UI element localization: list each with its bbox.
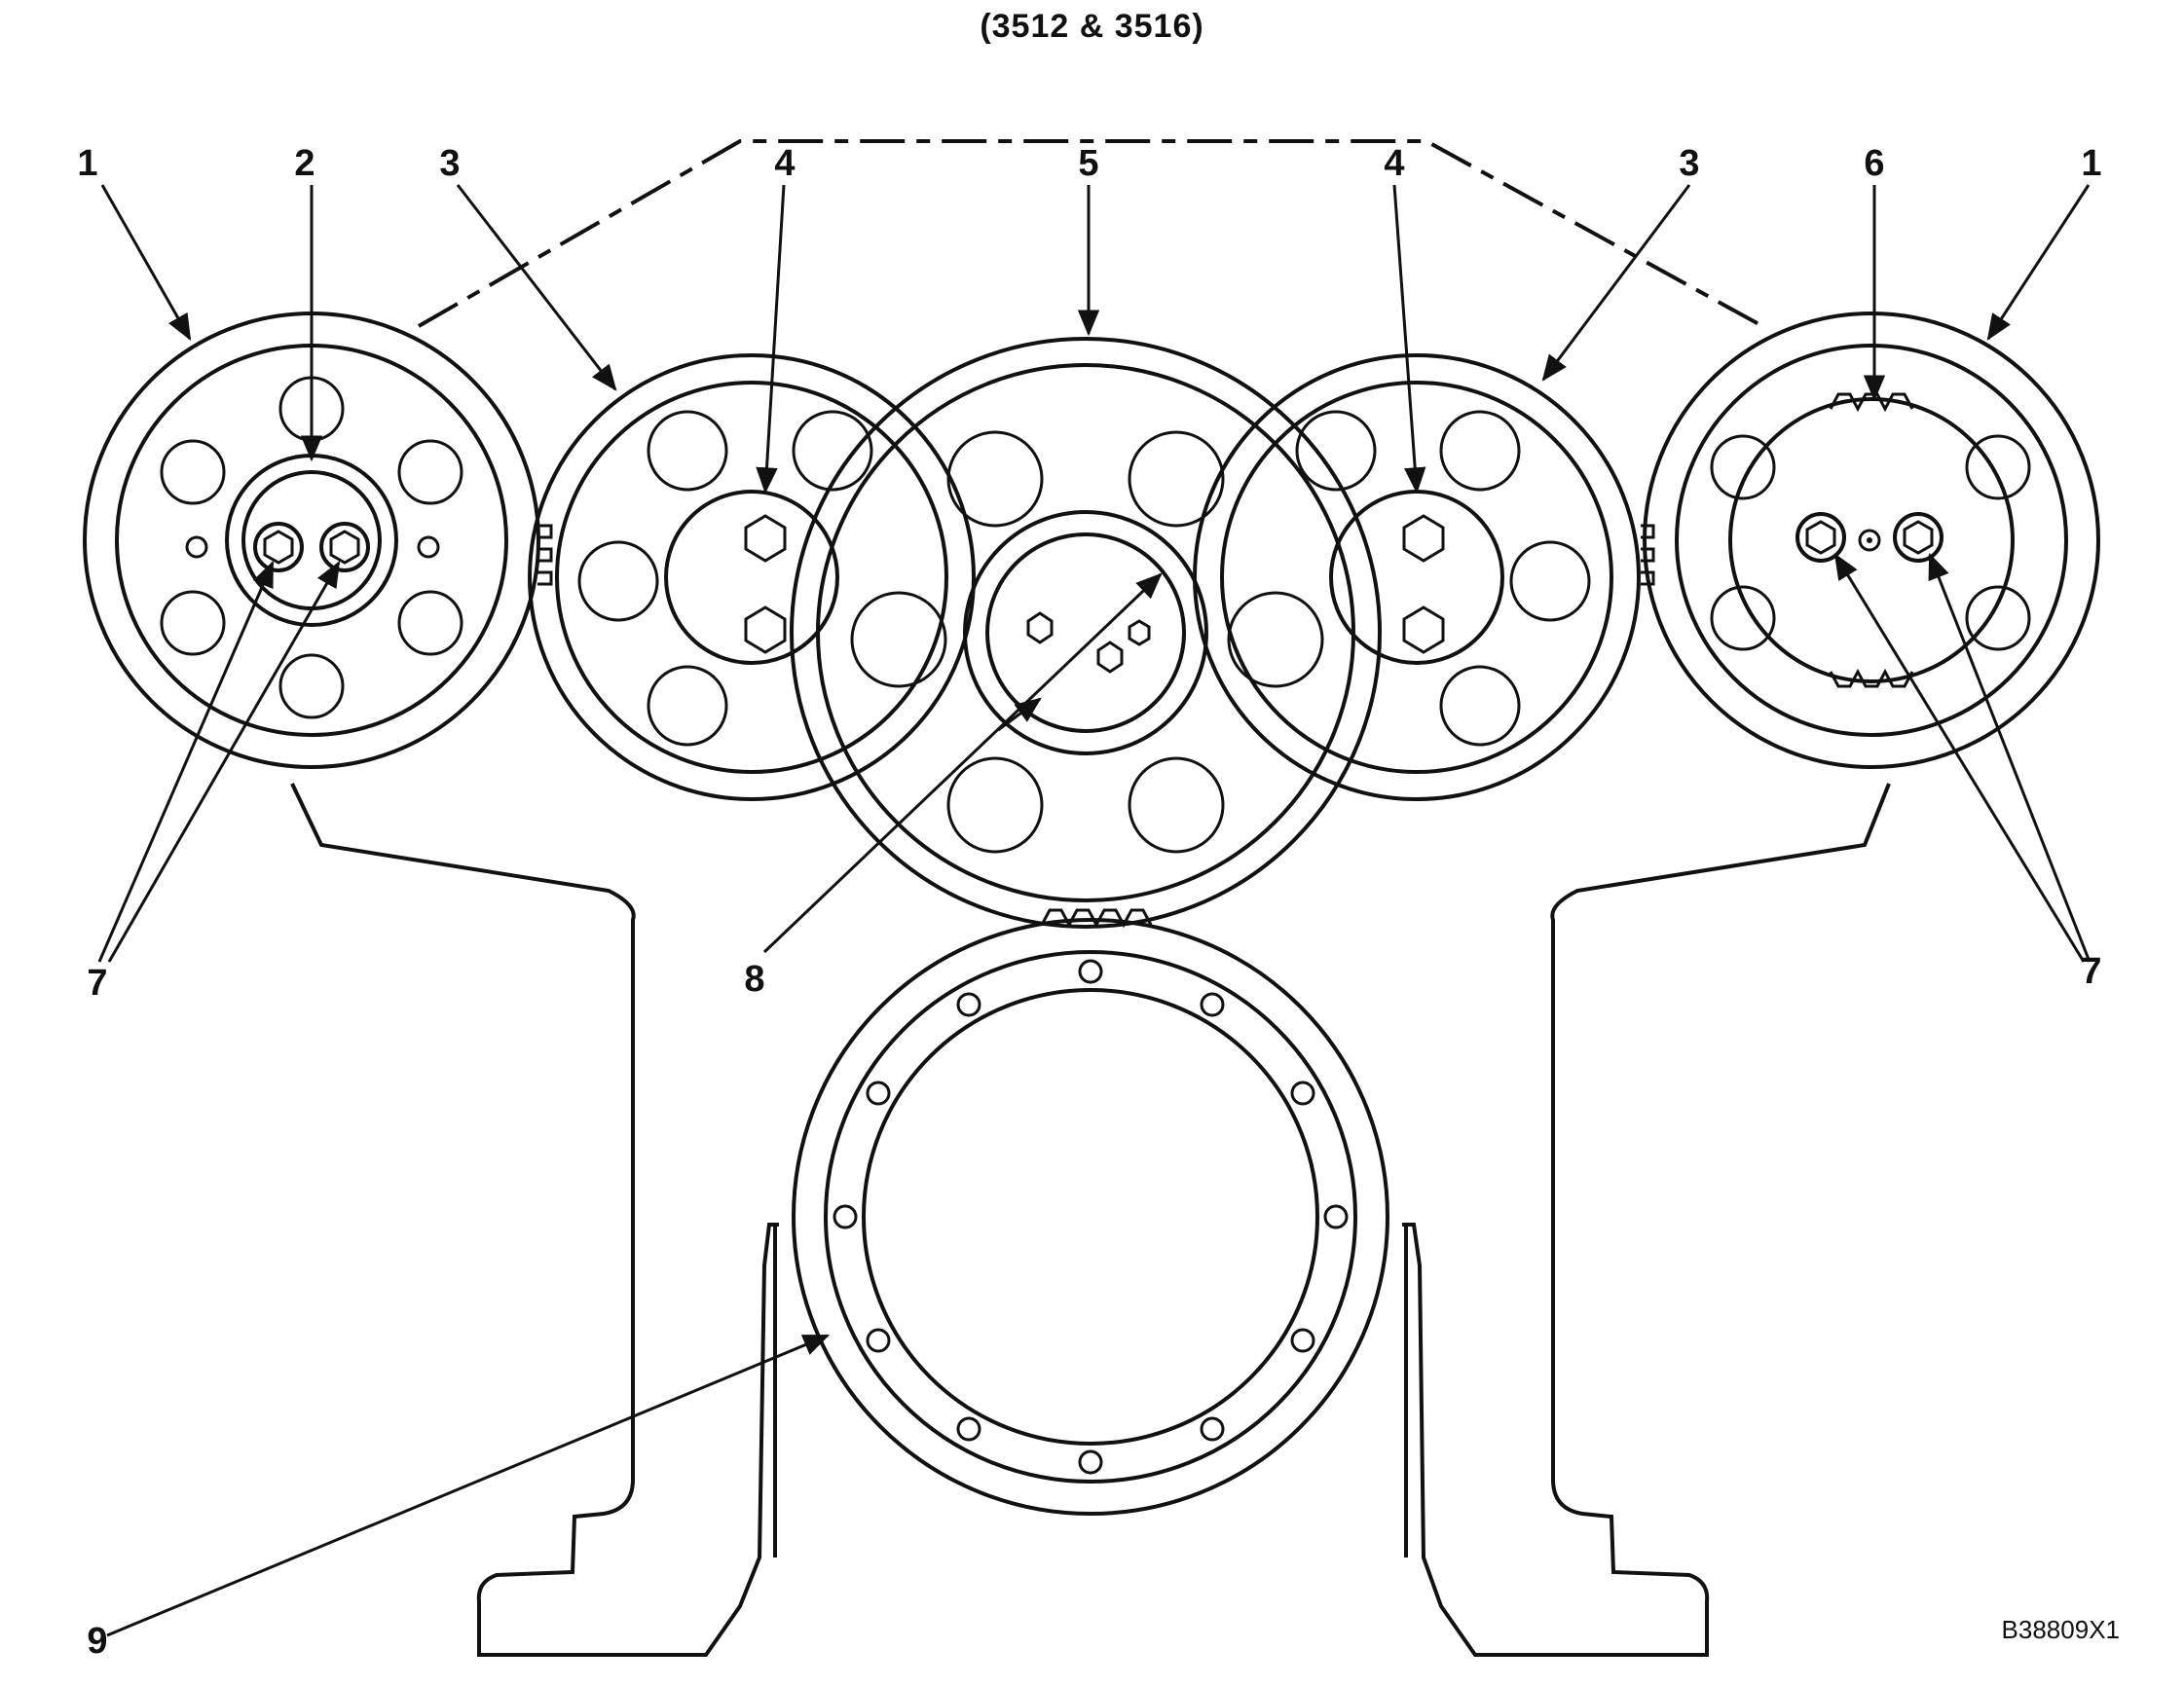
callout-9: 9	[87, 1621, 107, 1662]
callout-numbers: 1 2 3 4 5 4 3 6 1 7 8 7 9	[77, 143, 2101, 1662]
callout-8: 8	[744, 959, 764, 1000]
callout-3-left: 3	[439, 143, 460, 184]
diagram-title: (3512 & 3516)	[980, 8, 1204, 45]
front-housing-outline	[290, 139, 1891, 1657]
callout-6: 6	[1864, 143, 1884, 184]
right-idler-gear	[1193, 353, 1655, 801]
callout-4-left: 4	[774, 143, 795, 184]
callout-7-left: 7	[87, 963, 107, 1004]
callout-5: 5	[1078, 143, 1098, 184]
callout-3-right: 3	[1679, 143, 1699, 184]
callout-1-left: 1	[77, 143, 97, 184]
leader-lines	[97, 184, 2091, 1637]
right-camshaft-gear	[1643, 312, 2100, 769]
figure-id-label: B38809X1	[2001, 1615, 2120, 1644]
left-idler-gear	[528, 353, 976, 801]
callout-1-right: 1	[2081, 143, 2101, 184]
callout-7-right: 7	[2081, 951, 2101, 992]
crankshaft-gear	[792, 918, 1389, 1516]
callout-4-right: 4	[1384, 143, 1404, 184]
cluster-gear	[790, 337, 1382, 929]
callout-2: 2	[294, 143, 315, 184]
